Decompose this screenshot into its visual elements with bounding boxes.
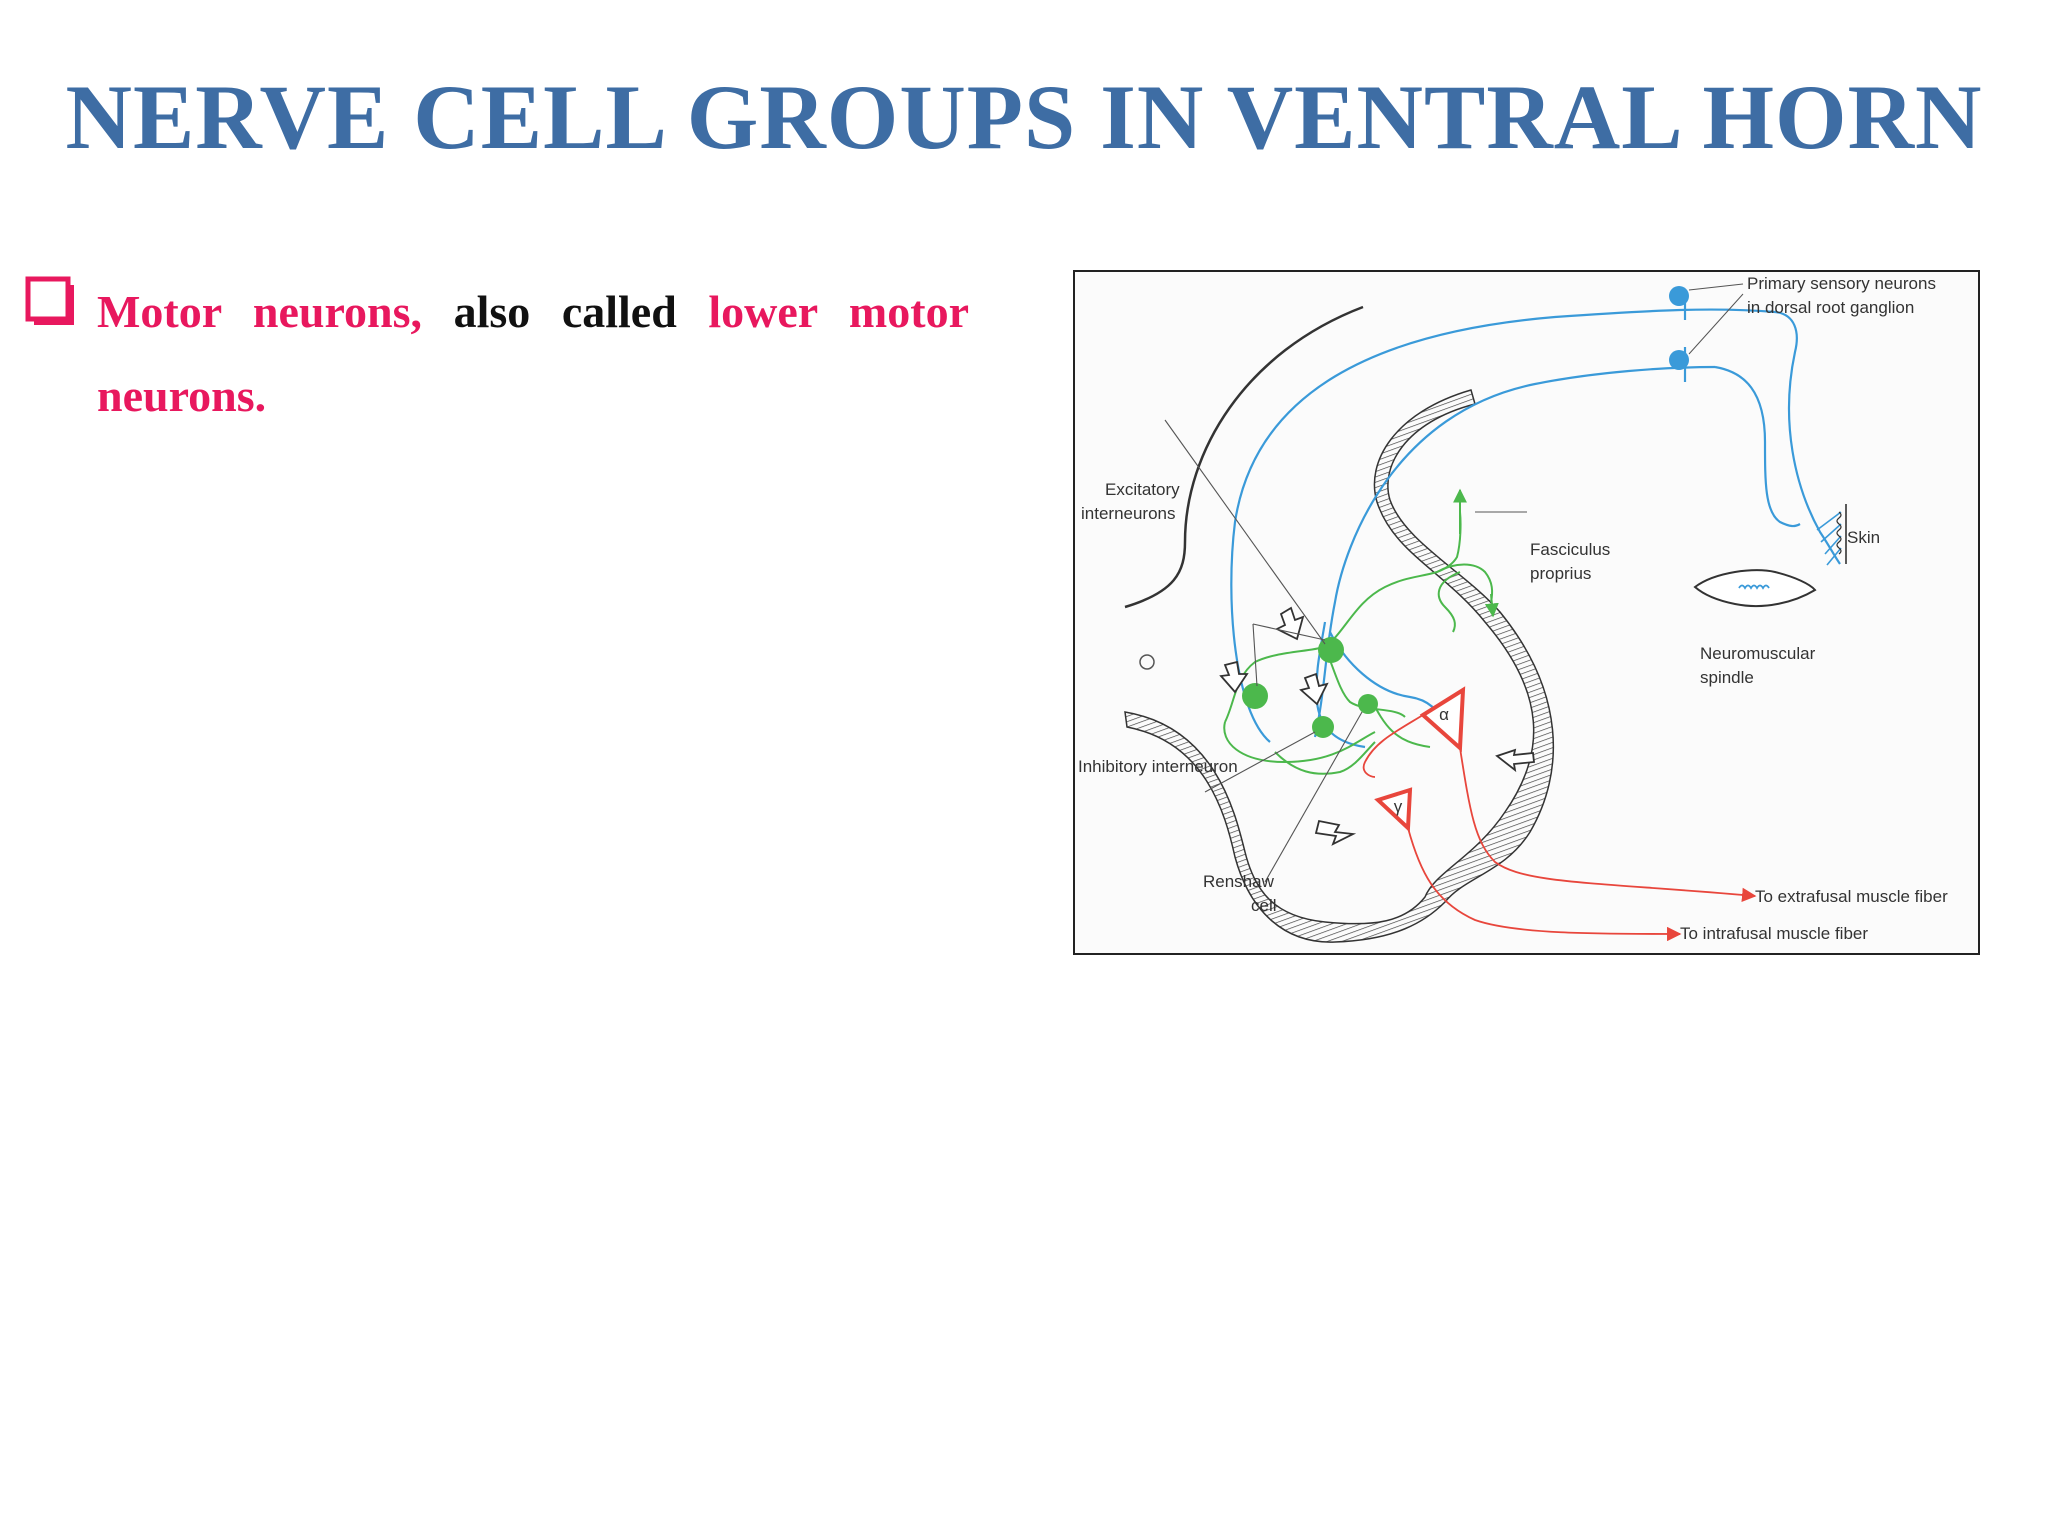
alpha-motor-neuron (1419, 686, 1466, 753)
label-intrafusal: To intrafusal muscle fiber (1680, 924, 1868, 943)
skin-receptors (1816, 511, 1842, 566)
label-primary-sensory-1: Primary sensory neurons (1747, 274, 1936, 293)
alpha-symbol: α (1439, 705, 1449, 724)
interneuron-fibers (1223, 511, 1494, 775)
checkbox-bullet-icon (25, 276, 74, 325)
label-fasciculus-1: Fasciculus (1530, 540, 1610, 559)
skin-wiggle (1836, 511, 1842, 555)
label-primary-sensory-2: in dorsal root ganglion (1747, 298, 1914, 317)
label-renshaw-1: Renshaw (1203, 872, 1275, 891)
slide-title: NERVE CELL GROUPS IN VENTRAL HORN (65, 66, 1983, 168)
sensory-neuron-1 (1669, 286, 1689, 306)
label-extrafusal: To extrafusal muscle fiber (1755, 887, 1948, 906)
leader-lines (1164, 419, 1527, 883)
bullet-term: Motor neurons, (97, 286, 423, 337)
cord-outline (1124, 305, 1364, 609)
renshaw-cell (1358, 694, 1378, 714)
label-fasciculus-2: proprius (1530, 564, 1591, 583)
label-neuromuscular-1: Neuromuscular (1700, 644, 1816, 663)
central-canal (1139, 654, 1155, 670)
gamma-motor-neuron (1374, 787, 1413, 833)
motor-axons (1362, 714, 1757, 942)
label-renshaw-2: cell (1251, 896, 1277, 915)
inhibitory-interneuron (1312, 716, 1334, 738)
spinal-cord-diagram: α γ (1073, 270, 1980, 955)
sensory-neuron-2 (1669, 350, 1689, 370)
bullet-text: Motor neurons, also called lower motor n… (97, 270, 969, 438)
label-neuromuscular-2: spindle (1700, 668, 1754, 687)
excitatory-interneuron-2 (1242, 683, 1268, 709)
label-excitatory-1: Excitatory (1105, 480, 1180, 499)
neuromuscular-spindle (1693, 569, 1817, 607)
excitatory-interneuron-1 (1318, 637, 1344, 663)
label-excitatory-2: interneurons (1081, 504, 1176, 523)
open-arrows (1219, 606, 1535, 846)
diagram-canvas: α γ (1078, 274, 1948, 943)
bullet-connector: also called (453, 286, 677, 337)
label-skin: Skin (1847, 528, 1880, 547)
label-inhibitory: Inhibitory interneuron (1078, 757, 1238, 776)
gamma-symbol: γ (1394, 797, 1403, 816)
gray-matter-boundary (1124, 389, 1555, 943)
bullet-synonym: lower motor neurons. (97, 286, 969, 421)
